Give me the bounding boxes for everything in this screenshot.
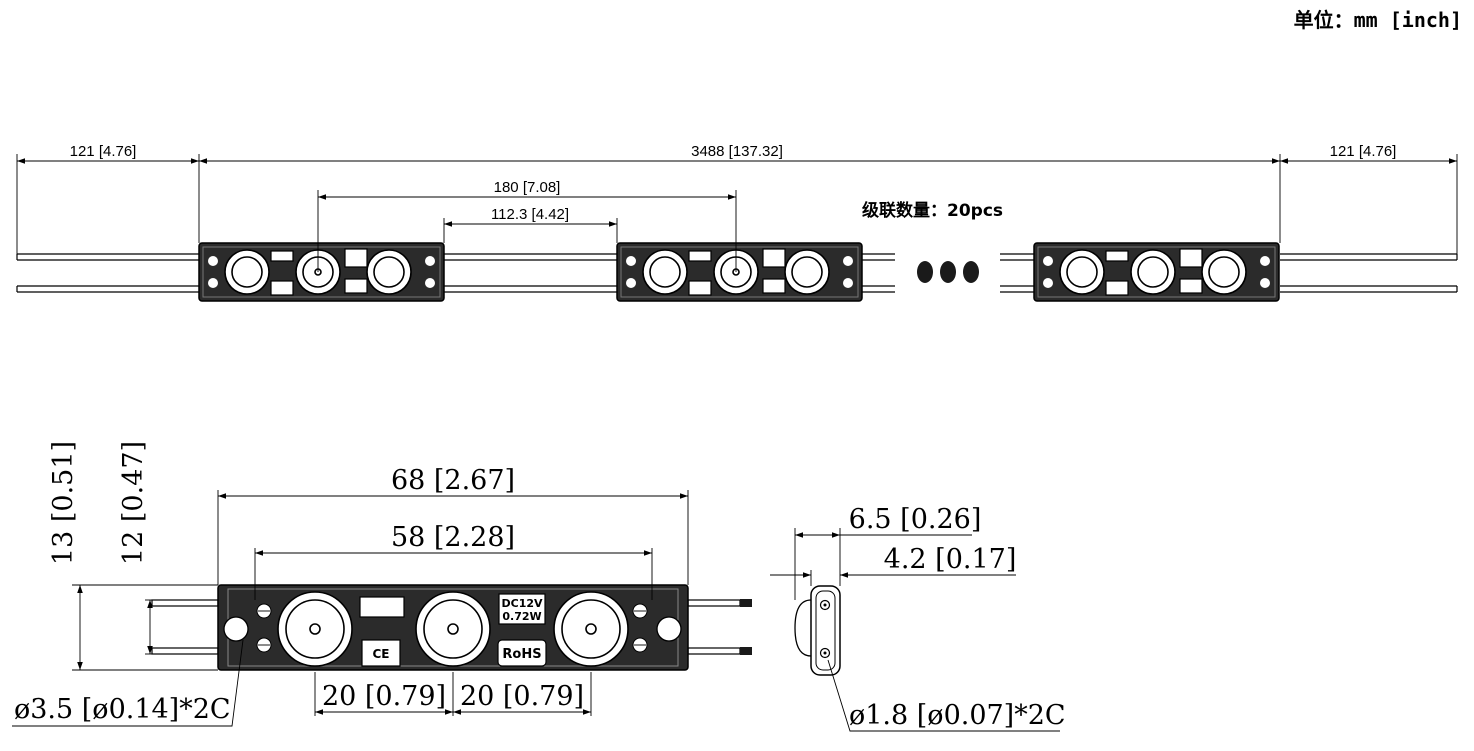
ce-badge xyxy=(361,639,401,667)
led-lens-3 xyxy=(553,591,629,667)
cascade-wires xyxy=(16,253,1458,293)
dim-lead-right: 121 [4.76] xyxy=(1330,143,1397,160)
rohs-text: RoHS xyxy=(502,647,541,662)
cascade-quantity-label: 级联数量：20pcs xyxy=(862,201,1004,221)
dim-module-length: 68 [2.67] xyxy=(391,465,515,496)
ce-text: CE xyxy=(372,647,389,661)
dim-side-hole: ø1.8 [ø0.07]*2C xyxy=(849,700,1066,731)
dim-height-inner: 12 [0.47] xyxy=(118,441,149,565)
voltage-badge xyxy=(498,593,546,625)
cascade-module-2 xyxy=(616,242,863,302)
dim-led-spacing-right: 20 [0.79] xyxy=(460,681,584,712)
power-text: 0.72W xyxy=(502,610,541,623)
dim-side-body: 4.2 [0.17] xyxy=(884,544,1017,575)
cascade-module-1 xyxy=(198,242,445,302)
rohs-badge xyxy=(497,639,547,667)
front-module: DC12V 0.72W CE RoHS xyxy=(217,584,689,671)
mounting-hole-left xyxy=(223,616,249,642)
dim-hole-span: 58 [2.28] xyxy=(391,522,515,553)
dim-led-spacing-left: 20 [0.79] xyxy=(322,681,446,712)
dim-mounting-hole: ø3.5 [ø0.14]*2C xyxy=(14,694,231,725)
cascade-view: 121 [4.76] 3488 [137.32] 121 [4.76] 180 … xyxy=(16,143,1458,302)
dim-module-pitch: 180 [7.08] xyxy=(494,179,561,196)
unit-label: 单位：mm [inch] xyxy=(1293,8,1462,32)
cascade-extension-lines xyxy=(16,154,1458,272)
front-view: DC12V 0.72W CE RoHS xyxy=(12,441,752,727)
dim-height-outer: 13 [0.51] xyxy=(48,441,79,565)
led-lens-1 xyxy=(277,591,353,667)
dim-lead-left: 121 [4.76] xyxy=(70,143,137,160)
front-dimension-lines xyxy=(12,493,688,727)
continuation-dots xyxy=(917,261,979,283)
front-extension-lines xyxy=(72,490,689,716)
led-lens-2 xyxy=(415,591,491,667)
side-module xyxy=(794,585,841,676)
side-view: 6.5 [0.26] 4.2 [0.17] ø1.8 [ø0.07]*2C xyxy=(770,504,1066,732)
mounting-hole-right xyxy=(656,616,682,642)
cascade-dimension-lines xyxy=(17,158,1457,227)
dim-total-length: 3488 [137.32] xyxy=(691,143,783,160)
side-dimension-lines xyxy=(770,532,1060,732)
brand-label xyxy=(359,596,405,618)
cascade-module-3 xyxy=(1033,242,1280,302)
dim-module-gap: 112.3 [4.42] xyxy=(491,206,569,223)
voltage-text: DC12V xyxy=(501,597,543,610)
dim-side-depth: 6.5 [0.26] xyxy=(849,504,982,535)
